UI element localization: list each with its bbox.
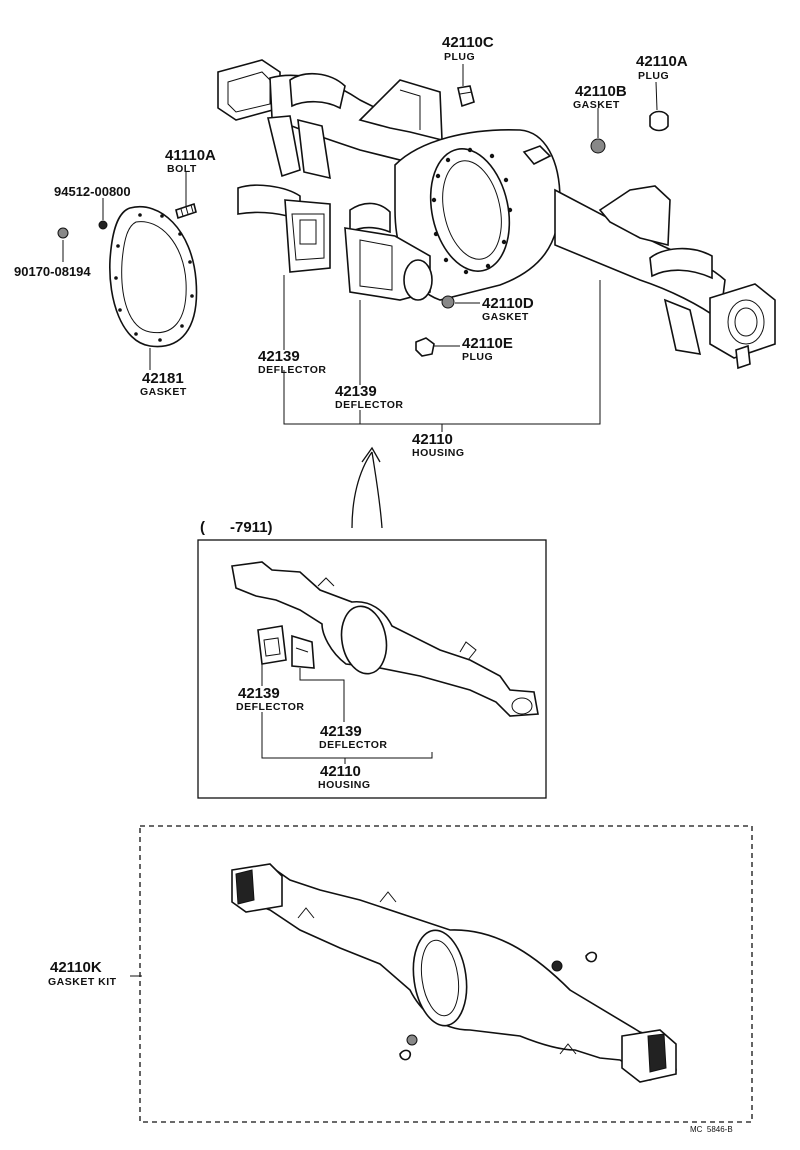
washer-94512: [98, 220, 108, 230]
inset-range-label: ( -7911): [200, 519, 273, 536]
part-number: 42139: [258, 348, 300, 365]
deflector-right: [344, 202, 433, 301]
part-number: 42139: [335, 383, 377, 400]
inset-frame: [197, 539, 547, 799]
deflector-left: [237, 184, 331, 273]
plug-42110a: [649, 110, 669, 132]
kit-plug-piece-2: [399, 1049, 412, 1061]
part-number: 42110C: [442, 34, 494, 51]
callout-41110a: 41110A BOLT: [165, 147, 216, 175]
callout-42139-right: 42139 DEFLECTOR: [335, 383, 403, 411]
callout-90170: 90170-08194: [14, 264, 91, 279]
part-name: PLUG: [638, 70, 669, 82]
callout-42139-left: 42139 DEFLECTOR: [258, 348, 326, 376]
part-name: GASKET: [140, 386, 187, 398]
part-name: GASKET KIT: [48, 976, 117, 988]
nut-90170: [57, 227, 69, 239]
part-number: 42110K: [50, 959, 102, 976]
kit-gasket-piece-1: [551, 960, 563, 972]
plug-42110e: [415, 337, 435, 357]
part-number: 42139: [320, 723, 362, 740]
callout-42181: 42181 GASKET: [140, 370, 187, 398]
part-name: DEFLECTOR: [335, 399, 403, 411]
axle-housing-kit: [231, 863, 677, 1083]
part-number: 42110E: [462, 335, 513, 352]
part-number: 42139: [238, 685, 280, 702]
callout-42110c: 42110C PLUG: [442, 34, 494, 63]
part-name: PLUG: [462, 351, 493, 363]
part-name: BOLT: [167, 163, 197, 175]
part-number: 42110: [320, 763, 361, 780]
callout-42110-housing: 42110 HOUSING: [412, 431, 465, 459]
gasket-42110b: [590, 138, 606, 154]
part-name: DEFLECTOR: [236, 701, 304, 713]
gasket-kit-frame: [139, 825, 753, 1123]
part-number: 41110A: [165, 147, 216, 164]
inset-callout-42139-right: 42139 DEFLECTOR: [319, 723, 387, 751]
part-name: GASKET: [482, 311, 529, 323]
part-name: DEFLECTOR: [319, 739, 387, 751]
arrow-to-inset: [351, 446, 383, 529]
inset-callout-42139-left: 42139 DEFLECTOR: [236, 685, 304, 713]
part-number: 42110: [412, 431, 453, 448]
part-name: GASKET: [573, 99, 620, 111]
part-name: HOUSING: [318, 779, 371, 791]
callout-42110a: 42110A PLUG: [636, 53, 688, 82]
kit-gasket-piece-2: [406, 1034, 418, 1046]
footer-code: MC 5846-B: [690, 1125, 733, 1134]
callout-42110d: 42110D GASKET: [482, 295, 534, 323]
callout-42110k: 42110K GASKET KIT: [48, 959, 117, 988]
kit-plug-piece-1: [585, 951, 598, 963]
gasket-42181: [109, 205, 198, 348]
part-number: 42110D: [482, 295, 534, 312]
leader-lines-main: [62, 64, 658, 432]
gasket-42110d: [441, 295, 455, 309]
callout-42110e: 42110E PLUG: [462, 335, 513, 363]
part-number: 42181: [142, 370, 184, 387]
part-name: HOUSING: [412, 447, 465, 459]
callout-94512: 94512-00800: [54, 184, 131, 199]
plug-42110c: [457, 85, 475, 108]
part-number: 42110B: [575, 83, 627, 100]
bolt-41110a: [175, 202, 197, 220]
part-number: 42110A: [636, 53, 688, 70]
inset-callout-42110-housing: 42110 HOUSING: [318, 763, 371, 791]
part-name: PLUG: [444, 51, 475, 63]
callout-42110b: 42110B GASKET: [573, 83, 627, 111]
axle-housing-inset: [231, 561, 539, 717]
axle-housing-main: [217, 59, 776, 370]
part-name: DEFLECTOR: [258, 364, 326, 376]
leader-lines-inset: [261, 664, 433, 764]
